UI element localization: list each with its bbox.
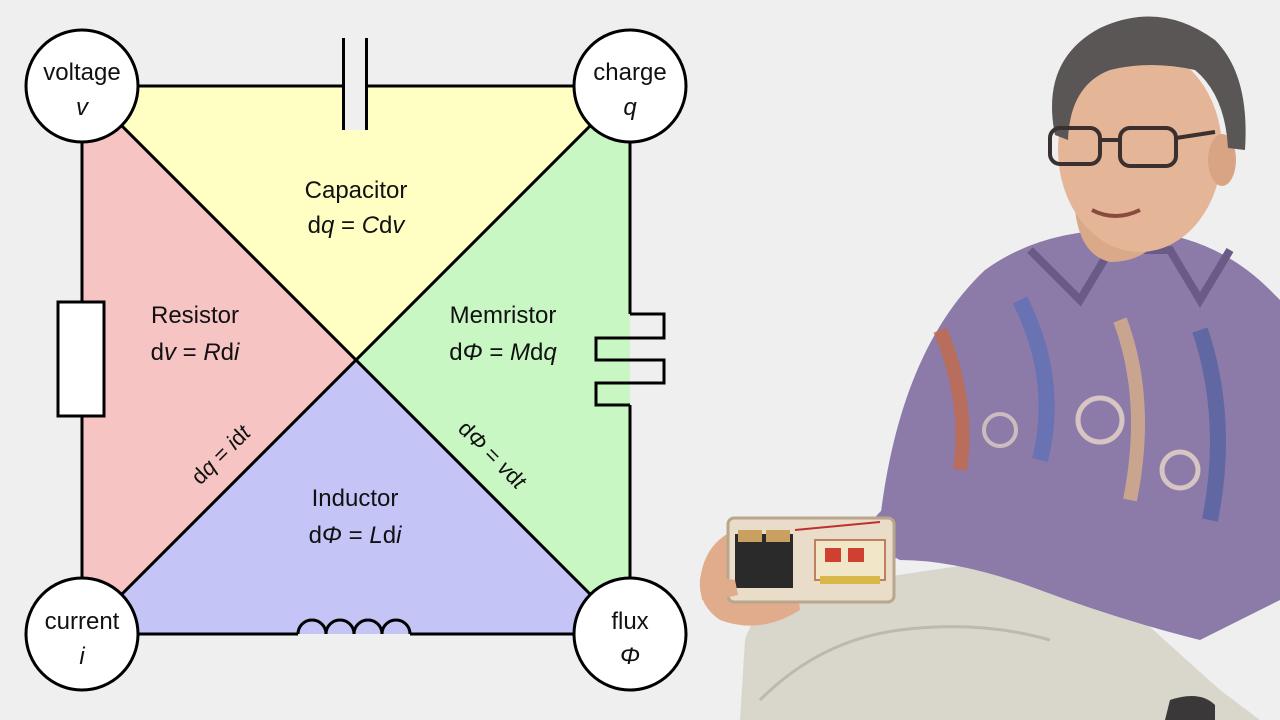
glasses — [1048, 126, 1216, 168]
capacitor-label-group: Capacitor dq = Cdv — [305, 177, 408, 239]
current-label: current — [45, 608, 120, 635]
face — [1058, 48, 1222, 252]
memristor-title: Memristor — [450, 302, 557, 329]
resistor-symbol — [56, 86, 106, 634]
flux-label: flux — [611, 608, 648, 635]
inductor-label-group: Inductor dΦ = Ldi — [309, 485, 403, 549]
shirt — [880, 230, 1280, 640]
resistor-label-group: Resistor dv = Rdi — [151, 302, 240, 366]
memristor-equation: dΦ = Mdq — [449, 339, 557, 366]
resistor-region — [82, 86, 356, 634]
hair — [1052, 16, 1246, 151]
resistor-equation: dv = Rdi — [151, 339, 240, 366]
memristor-label-group: Memristor dΦ = Mdq — [449, 302, 557, 366]
inductor-region — [82, 360, 630, 634]
resistor-title: Resistor — [151, 302, 239, 329]
memristor-device — [726, 516, 896, 604]
flux-symbol: Φ — [620, 643, 640, 670]
memristor-region — [356, 86, 630, 634]
diagonal-right — [80, 84, 632, 636]
person-photo — [699, 16, 1280, 720]
charge-label: charge — [593, 59, 666, 86]
voltage-label: voltage — [43, 59, 120, 86]
flux-node: flux Φ — [572, 576, 688, 692]
current-node: current i — [24, 576, 140, 692]
capacitor-region — [82, 86, 630, 360]
capacitor-equation: dq = Cdv — [308, 212, 407, 239]
current-symbol: i — [79, 643, 85, 670]
charge-node: charge q — [572, 28, 688, 144]
inductor-equation: dΦ = Ldi — [309, 522, 403, 549]
charge-symbol: q — [623, 94, 637, 121]
inductor-title: Inductor — [312, 485, 399, 512]
voltage-node: voltage v — [24, 28, 140, 144]
capacitor-title: Capacitor — [305, 177, 408, 204]
voltage-symbol: v — [76, 94, 90, 121]
